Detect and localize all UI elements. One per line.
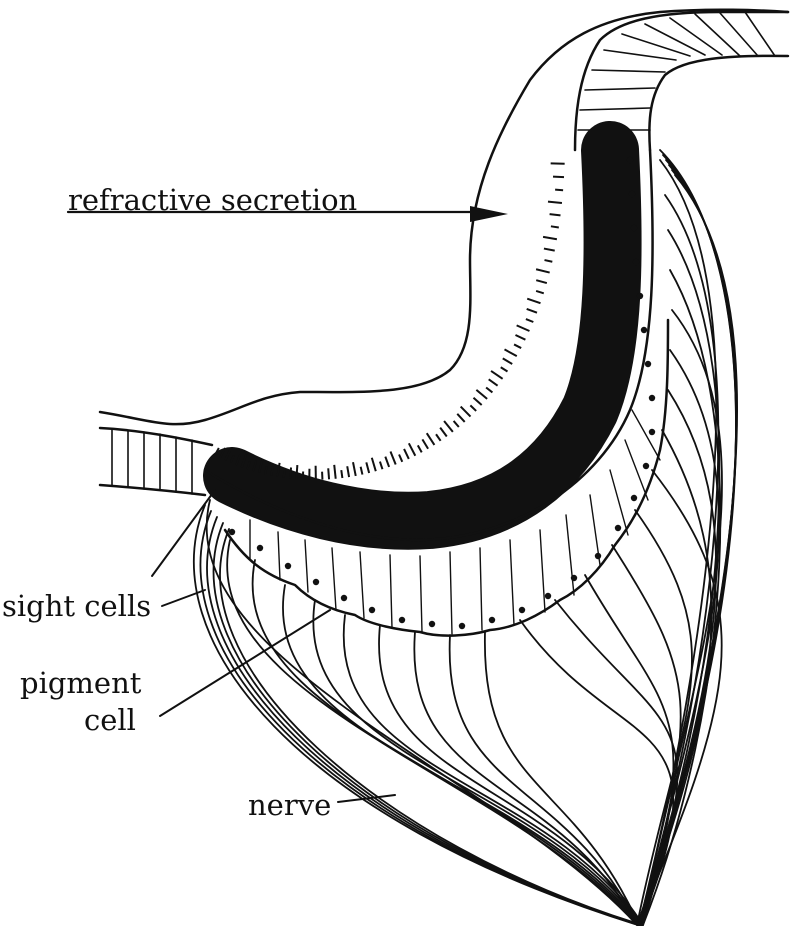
rod-tip: [550, 214, 561, 215]
refractive-secretion-arrowhead: [470, 206, 508, 222]
nerve-fibre: [344, 615, 642, 925]
rod-tip: [422, 439, 428, 448]
label-nerve: nerve: [248, 788, 331, 822]
rod-tip: [347, 466, 349, 477]
rod-tip: [543, 237, 557, 239]
rod-tip: [544, 249, 555, 251]
nucleus-dot: [429, 621, 435, 627]
nerve-fibre-outer: [641, 165, 736, 925]
nucleus-dot: [631, 225, 637, 231]
rod-tip: [380, 462, 383, 470]
rod-tip: [536, 280, 547, 283]
nucleus-dot: [369, 607, 375, 613]
rod-tip: [290, 468, 291, 479]
nucleus-dot: [649, 429, 655, 435]
rod-tip: [526, 319, 533, 322]
rod-tip: [470, 405, 476, 411]
sight-cells-leader-upper: [152, 490, 215, 576]
rod-tip: [436, 434, 441, 441]
rod-tip: [372, 458, 376, 471]
rod-tip: [353, 462, 356, 476]
nucleus-dot: [637, 293, 643, 299]
nucleus-dot: [545, 593, 551, 599]
rod-tip: [457, 414, 464, 422]
rod-tip: [284, 470, 285, 478]
rod-tip: [418, 445, 422, 452]
nucleus-dot: [643, 463, 649, 469]
label-sight-cells-group: sight cells: [2, 490, 215, 623]
rod-tip: [454, 421, 459, 427]
rod-tip: [536, 269, 550, 272]
nucleus-dot: [399, 617, 405, 623]
nucleus-dot: [341, 595, 347, 601]
rod-tip: [491, 371, 503, 379]
rod-tip: [334, 465, 335, 479]
nucleus-dot: [633, 259, 639, 265]
rod-tip: [385, 457, 389, 467]
nucleus-dot: [641, 327, 647, 333]
rod-tip: [399, 455, 402, 462]
rod-tip: [503, 358, 512, 364]
left-epithelium: [100, 428, 212, 495]
rod-tip: [366, 462, 369, 473]
nucleus-dot: [519, 607, 525, 613]
rod-tip: [515, 335, 525, 340]
rod-tip: [361, 467, 363, 475]
label-pigment: pigment: [20, 666, 142, 700]
rod-tip: [527, 309, 537, 313]
rod-tip: [548, 202, 562, 203]
rod-tip: [440, 428, 447, 437]
rod-tip: [501, 367, 508, 371]
nucleus-dot: [257, 545, 263, 551]
rod-tip: [527, 299, 540, 303]
label-refractive-secretion-group: refractive secretion: [68, 183, 508, 222]
nucleus-dot: [615, 525, 621, 531]
nucleus-dot: [631, 495, 637, 501]
nucleus-dot: [489, 617, 495, 623]
rod-tip: [555, 190, 563, 191]
nucleus-dot: [595, 553, 601, 559]
nucleus-dot: [645, 361, 651, 367]
rod-tip: [427, 433, 435, 445]
nucleus-dot: [571, 575, 577, 581]
rod-tip: [409, 443, 415, 455]
rod-tip: [390, 452, 395, 465]
rod-tip: [296, 465, 297, 479]
label-sight-cells: sight cells: [2, 589, 151, 623]
rod-tip: [514, 344, 521, 348]
nucleus-dot: [627, 157, 633, 163]
rod-tip: [489, 379, 498, 385]
nucleus-dot: [313, 579, 319, 585]
nucleus-dot: [629, 191, 635, 197]
rod-tip: [341, 470, 342, 478]
nerve-fibre: [227, 540, 638, 925]
rod-tip: [517, 325, 530, 331]
nucleus-dot: [649, 395, 655, 401]
rod-tip: [553, 177, 564, 178]
rod-tip: [545, 260, 553, 262]
rod-tip: [473, 398, 481, 405]
rod-tip: [328, 468, 329, 479]
rod-tip: [404, 449, 409, 459]
nucleus-dot: [285, 563, 291, 569]
rod-tip: [461, 407, 471, 417]
rod-tip: [444, 421, 453, 432]
rod-tip: [536, 291, 544, 293]
rod-tip: [486, 388, 492, 393]
nucleus-dot: [229, 529, 235, 535]
nucleus-dot: [459, 623, 465, 629]
rod-tip: [476, 390, 487, 399]
rod-tip: [551, 226, 559, 227]
rod-tip: [505, 349, 517, 356]
label-cell: cell: [84, 703, 136, 737]
